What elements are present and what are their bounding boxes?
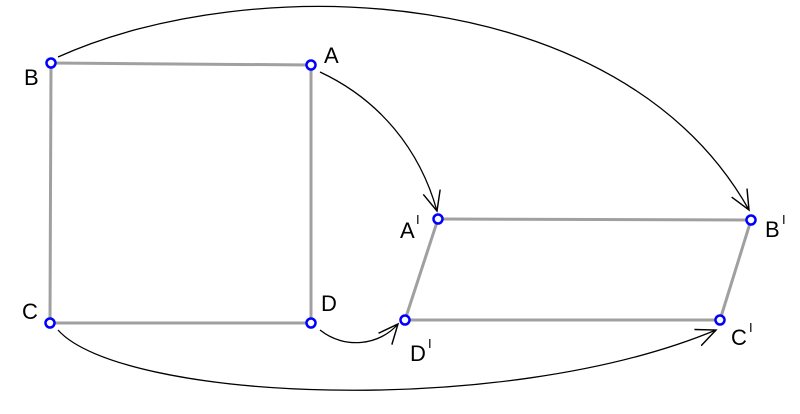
edge-b2c2 <box>718 219 753 321</box>
vertex-d-prime[interactable] <box>399 314 411 326</box>
label-a: A <box>324 43 339 68</box>
edge-cb <box>48 62 53 324</box>
label-b-prime-mark: I <box>782 212 786 227</box>
edge-d2a2 <box>403 218 440 321</box>
square-edges <box>48 61 313 325</box>
arrow-a-to-a2 <box>319 71 437 211</box>
arrow-d-to-d2 <box>319 324 398 343</box>
label-b-prime: B <box>765 217 780 242</box>
label-d: D <box>321 291 337 316</box>
arrow-b-to-b2 <box>57 5 749 210</box>
vertex-c-prime[interactable] <box>714 314 726 326</box>
label-b: B <box>24 65 39 90</box>
vertex-b-prime[interactable] <box>745 214 757 226</box>
label-d-prime: D <box>410 341 426 366</box>
vertex-d[interactable] <box>305 317 317 329</box>
label-c-prime-mark: I <box>749 320 753 335</box>
vertex-a[interactable] <box>305 59 317 71</box>
label-d-prime-mark: I <box>428 336 432 351</box>
parallelogram-edges <box>403 217 753 322</box>
label-c: C <box>22 299 38 324</box>
label-c-prime: C <box>731 325 747 350</box>
label-a-prime-mark: I <box>416 212 420 227</box>
label-a-prime: A <box>400 218 415 243</box>
arrow-c-to-c2 <box>57 330 716 391</box>
edge-ba <box>50 61 312 67</box>
vertex-a-prime[interactable] <box>432 213 444 225</box>
edge-a2b2 <box>437 217 752 222</box>
vertex-b[interactable] <box>45 57 57 69</box>
vertex-c[interactable] <box>44 317 56 329</box>
